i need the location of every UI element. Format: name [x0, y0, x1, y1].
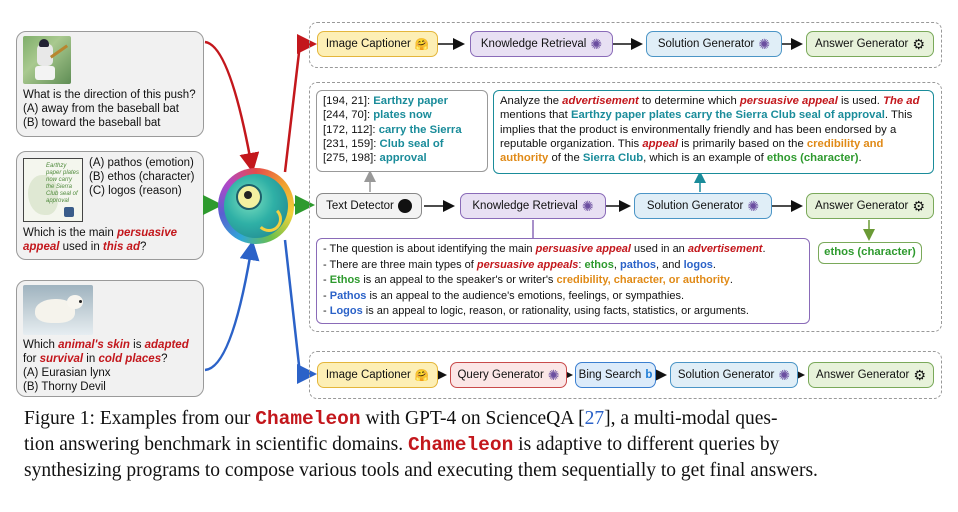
question-text: Which is the main persuasive appeal used…: [23, 227, 178, 253]
question-text: What is the direction of this push?: [23, 89, 196, 101]
huggingface-icon: 🤗: [414, 39, 430, 51]
openai-icon: ✺: [778, 366, 791, 383]
check-gear-icon: ⚙: [912, 197, 925, 214]
tool-label: Bing Search: [578, 369, 642, 381]
openai-icon: ✺: [590, 35, 603, 52]
check-gear-icon: ⚙: [912, 35, 925, 52]
row1-solution-generator[interactable]: Solution Generator ✺: [646, 31, 782, 57]
question-card-bear: Which animal's skin is adapted for survi…: [16, 280, 204, 397]
option-b: (B) ethos (character): [89, 171, 195, 183]
github-icon: [397, 199, 412, 213]
tool-label: Answer Generator: [815, 38, 909, 50]
chameleon-logo: [218, 168, 294, 244]
question-card-ad: Earthzy paper plates now carry the Sierr…: [16, 151, 204, 260]
row1-knowledge-retrieval[interactable]: Knowledge Retrieval ✺: [470, 31, 613, 57]
row2-solution-generator[interactable]: Solution Generator ✺: [634, 193, 772, 219]
check-gear-icon: ⚙: [913, 366, 926, 383]
tool-label: Image Captioner: [325, 38, 411, 50]
tool-label: Solution Generator: [646, 200, 744, 212]
tool-label: Solution Generator: [677, 369, 775, 381]
ad-image: Earthzy paper plates now carry the Sierr…: [23, 158, 83, 222]
row1-program-container: [309, 22, 942, 68]
row2-text-detector[interactable]: Text Detector: [316, 193, 422, 219]
tool-label: Text Detector: [326, 200, 394, 212]
row3-solution-generator[interactable]: Solution Generator ✺: [670, 362, 798, 388]
tool-label: Answer Generator: [816, 369, 910, 381]
solution-output: Analyze the advertisement to determine w…: [493, 90, 934, 174]
question-text: Which animal's skin is adapted for survi…: [23, 339, 189, 365]
tool-label: Knowledge Retrieval: [480, 38, 587, 50]
detection-line: [231, 159]: Club seal of: [323, 137, 444, 150]
row3-image-captioner[interactable]: Image Captioner 🤗: [317, 362, 438, 388]
option-a: (A) Eurasian lynx: [23, 367, 111, 379]
ad-image-text: Earthzy paper plates now carry the Sierr…: [46, 163, 80, 204]
huggingface-icon: 🤗: [414, 370, 430, 382]
option-b: (B) toward the baseball bat: [23, 117, 161, 129]
final-answer-badge: ethos (character): [818, 242, 922, 264]
tool-label: Query Generator: [457, 369, 544, 381]
row1-image-captioner[interactable]: Image Captioner 🤗: [317, 31, 438, 57]
detection-line: [244, 70]: plates now: [323, 109, 432, 122]
tool-label: Solution Generator: [657, 38, 755, 50]
openai-icon: ✺: [758, 35, 771, 52]
tool-label: Answer Generator: [815, 200, 909, 212]
detection-line: [194, 21]: Earthzy paper: [323, 95, 448, 107]
tool-label: Knowledge Retrieval: [472, 200, 578, 212]
text-detector-output: [194, 21]: Earthzy paper [244, 70]: plat…: [316, 90, 488, 172]
openai-icon: ✺: [747, 197, 760, 214]
question-card-baseball: What is the direction of this push? (A) …: [16, 31, 204, 137]
row2-program-container: [309, 82, 942, 332]
openai-icon: ✺: [547, 366, 560, 383]
option-c: (C) logos (reason): [89, 185, 182, 197]
bing-icon: b: [645, 369, 653, 381]
row3-answer-generator[interactable]: Answer Generator ⚙: [808, 362, 934, 388]
detection-line: [172, 112]: carry the Sierra: [323, 123, 462, 136]
row2-answer-generator[interactable]: Answer Generator ⚙: [806, 193, 934, 219]
option-b: (B) Thorny Devil: [23, 381, 106, 393]
row3-bing-search[interactable]: Bing Search b: [575, 362, 656, 388]
detection-line: [275, 198]: approval: [323, 152, 427, 165]
row2-knowledge-retrieval[interactable]: Knowledge Retrieval ✺: [460, 193, 606, 219]
figure-caption: Figure 1: Examples from our Chameleon wi…: [24, 408, 818, 481]
row3-query-generator[interactable]: Query Generator ✺: [450, 362, 567, 388]
openai-icon: ✺: [581, 197, 594, 214]
option-a: (A) away from the baseball bat: [23, 103, 179, 115]
row1-answer-generator[interactable]: Answer Generator ⚙: [806, 31, 934, 57]
tool-label: Image Captioner: [325, 369, 411, 381]
row3-program-container: [309, 351, 942, 399]
knowledge-output: - The question is about identifying the …: [316, 238, 810, 324]
polar-bear-image: [23, 285, 93, 335]
option-a: (A) pathos (emotion): [89, 157, 194, 169]
baseball-image: [23, 36, 71, 84]
citation-link[interactable]: 27: [584, 408, 605, 429]
